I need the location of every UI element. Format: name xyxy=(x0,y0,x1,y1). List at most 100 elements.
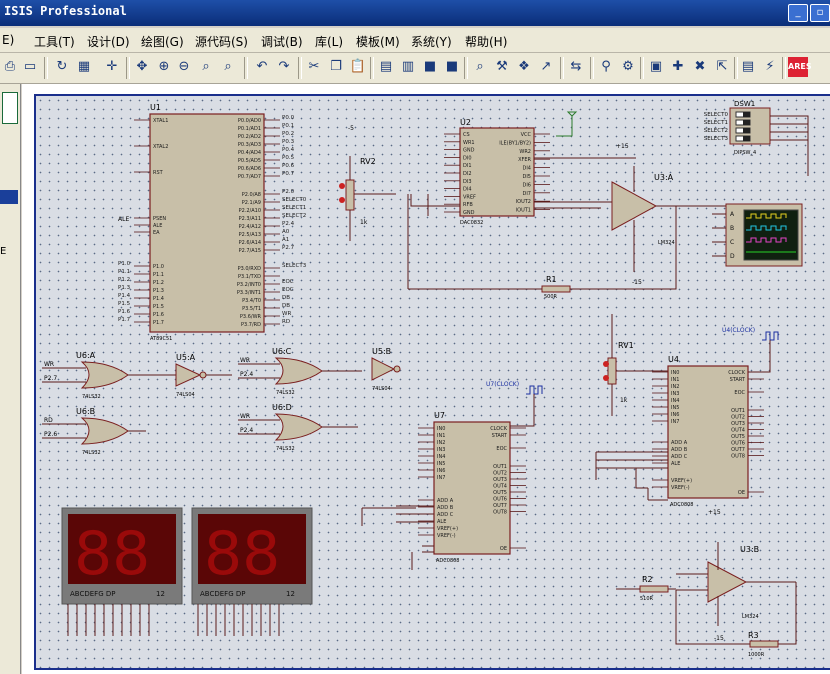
ares-icon[interactable]: ARES xyxy=(788,57,812,77)
oscilloscope[interactable]: ABCD xyxy=(712,203,803,267)
copy-icon[interactable]: ❐ xyxy=(330,59,342,74)
grid-icon[interactable]: ▦ xyxy=(77,59,91,74)
u3a-minus: -15 xyxy=(632,279,642,286)
menu-item-library[interactable]: 库(L) xyxy=(315,35,344,49)
seven-segment-display-2[interactable]: 88 ABCDEFG DP 12 xyxy=(191,507,313,605)
refresh-icon[interactable]: ↻ xyxy=(56,59,68,74)
u6a-or-gate[interactable]: U6:A 74LS32 WR P2.7 xyxy=(42,351,176,400)
scope-channel-label: D xyxy=(730,253,735,260)
r3-resistor[interactable]: R3 1000R xyxy=(748,631,779,658)
maximize-button[interactable]: ▫ xyxy=(810,4,830,22)
block-delete-icon[interactable]: ■ xyxy=(445,59,459,74)
electrical-check-icon[interactable]: ⚡ xyxy=(765,59,775,74)
menu-item-edit[interactable]: E) xyxy=(2,33,15,47)
menu-item-tools[interactable]: 工具(T) xyxy=(34,35,75,49)
dip-switch-knob xyxy=(743,112,750,117)
menu-item-graph[interactable]: 绘图(G) xyxy=(141,35,184,49)
ic-pin-label: WR1 xyxy=(463,140,475,146)
block-rotate-icon[interactable]: ■ xyxy=(423,59,437,74)
u6c-or-gate[interactable]: U6:C 74LS32 WR P2.4 xyxy=(238,347,362,396)
undo-icon[interactable]: ↶ xyxy=(256,59,268,74)
ic-pin-label: P0.0/AD0 xyxy=(238,118,261,124)
u5b-inverter[interactable]: U5:B 74LS04 xyxy=(371,347,401,392)
menu-item-source[interactable]: 源代码(S) xyxy=(195,35,248,49)
seven-segment-display-1[interactable]: 88 ABCDEFG DP 12 xyxy=(61,507,183,605)
ic-pin-label: VREF(+) xyxy=(437,526,458,532)
remove-sheet-icon[interactable]: ✖ xyxy=(694,59,706,74)
u6d-ref: U6:D xyxy=(272,403,292,412)
area-icon[interactable]: ▭ xyxy=(23,59,37,74)
ic-pin-label: P1.6 xyxy=(153,312,164,318)
ic-pin-label: ADD C xyxy=(437,512,454,518)
r2-resistor[interactable]: R2 510R xyxy=(616,575,676,602)
menu-item-help[interactable]: 帮助(H) xyxy=(465,35,508,49)
main-toolbar: ⎙ ▭ ↻ ▦ ✛ ✥ ⊕ ⊖ ⌕ ⌕ ↶ ↷ ✂ ❐ 📋 ▤ ▥ ■ ■ ⌕ … xyxy=(0,53,830,84)
ic-pin-label: P0.6/AD6 xyxy=(238,166,261,172)
menu-item-design[interactable]: 设计(D) xyxy=(87,35,130,49)
zoom-out-icon[interactable]: ⊖ xyxy=(178,59,190,74)
rv2-potentiometer[interactable]: RV2 1k -5 xyxy=(339,125,396,241)
search-icon[interactable]: ⚲ xyxy=(601,59,611,74)
block-move-icon[interactable]: ▥ xyxy=(401,59,415,74)
ic-pin-label: P1.4 xyxy=(153,296,164,302)
block-copy-icon[interactable]: ▤ xyxy=(379,59,393,74)
minimize-button[interactable]: _ xyxy=(788,4,808,22)
bom-icon[interactable]: ▤ xyxy=(741,59,755,74)
add-sheet-icon[interactable]: ✚ xyxy=(672,59,684,74)
net-label: P2.4 xyxy=(282,221,295,227)
net-label: P0.7 xyxy=(282,171,295,177)
clock1-label: U4(CLOCK) xyxy=(722,327,755,334)
pick-device-icon[interactable]: ⌕ xyxy=(476,59,484,74)
exit-sheet-icon[interactable]: ⇱ xyxy=(716,59,728,74)
paste-icon[interactable]: 📋 xyxy=(349,59,367,74)
origin-icon[interactable]: ✛ xyxy=(106,59,118,74)
redo-icon[interactable]: ↷ xyxy=(278,59,290,74)
u3b-opamp[interactable]: U3:B LM324 +15 -15 xyxy=(675,509,797,645)
property-tool-icon[interactable]: ⚙ xyxy=(622,59,634,74)
pan-icon[interactable]: ✥ xyxy=(136,59,148,74)
u1-microcontroller[interactable]: U1 AT89C51 XTAL1XTAL2RSTPSENALEEAP1.0P1.… xyxy=(118,103,307,342)
zoom-in-icon[interactable]: ⊕ xyxy=(158,59,170,74)
dsw1-dip-switch[interactable]: DSW1 DIPSW_4 SELECT0SELECT1SELECT2SELECT… xyxy=(704,100,809,176)
u6a-in1: WR xyxy=(44,361,54,368)
new-sheet-icon[interactable]: ▣ xyxy=(649,59,663,74)
ic-pin-label: P2.5/A13 xyxy=(239,232,261,238)
r1-resistor[interactable]: R1 500R xyxy=(407,194,677,300)
u6b-in1: RD xyxy=(44,417,53,424)
u5a-inverter[interactable]: U5:A 74LS04 xyxy=(175,353,232,398)
clock-generator-u4[interactable]: U4(CLOCK) xyxy=(722,327,779,373)
u2-dac[interactable]: U2 DAC0832 CSWR1GNDDI0DI1DI2DI3DI4VREFRF… xyxy=(444,118,550,226)
ic-pin-label: RFB xyxy=(463,202,473,208)
ic-pin-label: GND xyxy=(463,148,475,154)
u6d-or-gate[interactable]: U6:D 74LS32 WR P2.4 xyxy=(238,403,358,452)
menu-item-system[interactable]: 系统(Y) xyxy=(411,35,452,49)
zoom-area-icon[interactable]: ⌕ xyxy=(224,59,232,74)
zoom-all-icon[interactable]: ⌕ xyxy=(202,59,210,74)
print-icon[interactable]: ⎙ xyxy=(4,59,16,74)
ic-pin-label: ALE xyxy=(671,461,680,467)
u6c-in2: P2.4 xyxy=(240,371,253,378)
ic-pin-label: OUT4 xyxy=(493,484,507,490)
selected-device-highlight[interactable] xyxy=(0,190,18,204)
rv1-potentiometer[interactable]: RV1 1k xyxy=(603,314,668,416)
net-label: P0.5 xyxy=(282,155,295,161)
ic-pin-label: OUT6 xyxy=(493,497,507,503)
clock-generator-u7[interactable]: U7(CLOCK) xyxy=(486,381,543,427)
cut-icon[interactable]: ✂ xyxy=(308,59,320,74)
u6b-or-gate[interactable]: U6:B 74LS32 RD P2.6 xyxy=(42,407,146,456)
toolbar-separator xyxy=(244,57,248,79)
menu-item-debug[interactable]: 调试(B) xyxy=(261,35,303,49)
package-tool-icon[interactable]: ❖ xyxy=(518,59,530,74)
u3a-opamp[interactable]: U3:A LM324 +15 -15 xyxy=(611,143,726,286)
wire-autorouter-icon[interactable]: ⇆ xyxy=(570,59,582,74)
ic-pin-label: P3.5/T1 xyxy=(242,306,261,312)
decompose-icon[interactable]: ↗ xyxy=(540,59,552,74)
make-device-icon[interactable]: ⚒ xyxy=(496,59,508,74)
overview-window[interactable] xyxy=(2,92,18,124)
menu-item-template[interactable]: 模板(M) xyxy=(356,35,400,49)
